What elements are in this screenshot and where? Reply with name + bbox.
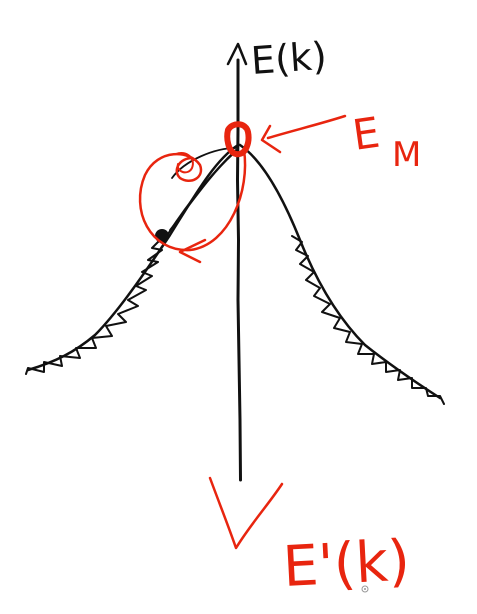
bottom-check-stroke xyxy=(208,476,284,550)
left-fluctuation-zigzag xyxy=(25,239,163,375)
curve-arc-lower xyxy=(169,154,233,231)
vertical-axis-line xyxy=(236,58,242,482)
marker-label: E xyxy=(350,108,383,160)
faint-mark-icon xyxy=(361,585,369,593)
circular-arrow-scribble xyxy=(175,152,194,174)
particle-dot xyxy=(155,229,169,243)
marker-label-subscript: M xyxy=(392,135,421,175)
circular-arrow-loop xyxy=(138,148,247,252)
axis-label-top: E(k) xyxy=(250,34,329,83)
curve-right-branch xyxy=(238,143,442,400)
circular-arrow-head xyxy=(178,238,207,264)
marker-arrow xyxy=(260,114,347,154)
curve-left-branch xyxy=(26,143,240,372)
bottom-annotation: E'(k) xyxy=(208,476,411,600)
axis-arrow-head xyxy=(226,42,248,66)
right-fluctuation-zigzag xyxy=(291,235,445,405)
peak-marker xyxy=(224,121,252,158)
energy-marker-annotation: E M xyxy=(260,108,421,175)
energy-curve xyxy=(26,143,442,400)
vertical-axis xyxy=(226,42,248,482)
peak-ring xyxy=(224,121,252,158)
circular-arrow xyxy=(138,148,247,264)
axis-label-bottom: E'(k) xyxy=(281,528,411,600)
